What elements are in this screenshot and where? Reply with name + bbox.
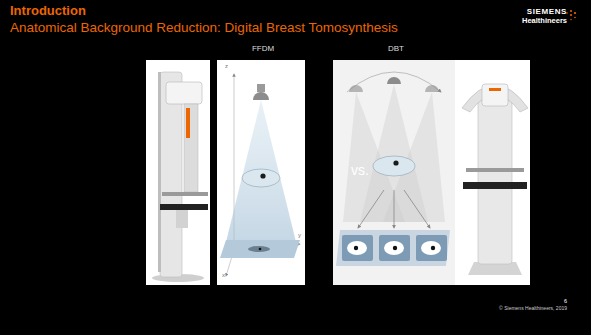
logo-dot xyxy=(574,12,576,14)
copyright-note: © Siemens Healthineers, 2019 xyxy=(499,306,567,312)
detector-mount xyxy=(176,210,188,228)
photo-ground xyxy=(455,60,530,285)
tube-head xyxy=(166,82,202,104)
logo-dot xyxy=(570,19,571,20)
detector xyxy=(160,204,208,210)
versus-label: vs. xyxy=(351,163,369,178)
slide-title: Introduction xyxy=(10,4,86,18)
lesion xyxy=(393,160,398,165)
projection xyxy=(421,241,441,255)
x-ray-tube xyxy=(253,92,269,100)
detector-plane xyxy=(220,240,300,258)
slide-subtitle: Anatomical Background Reduction: Digital… xyxy=(10,21,398,36)
orange-accent xyxy=(186,108,190,138)
tube-arc-housing xyxy=(462,85,528,112)
logo-word: SIEMENS xyxy=(527,8,567,17)
projection-tiles xyxy=(342,235,447,261)
logo-dot xyxy=(574,17,576,19)
tube-head xyxy=(482,84,508,106)
x-ray-tube xyxy=(257,84,265,92)
logo-dot xyxy=(570,14,572,16)
machine-edge xyxy=(158,72,161,272)
logo-word: Healthineers xyxy=(522,17,567,25)
lesion-projection xyxy=(354,246,358,250)
projection-tile xyxy=(379,235,410,261)
compression-paddle xyxy=(162,192,208,196)
x-ray-tube xyxy=(349,85,363,92)
axis-label: z xyxy=(225,63,228,70)
lesion-projection xyxy=(259,248,262,251)
orange-accent xyxy=(489,88,501,91)
compression-paddle xyxy=(466,168,524,172)
projection-tile xyxy=(416,235,447,261)
breast xyxy=(373,156,415,176)
panel-heading: FFDM xyxy=(217,44,309,54)
panel-heading: DBT xyxy=(333,44,459,54)
logo-dot xyxy=(570,10,572,12)
axis-label: x xyxy=(222,272,225,279)
projection-arrow xyxy=(394,190,395,228)
projection-arrow xyxy=(404,190,430,228)
lesion-projection xyxy=(393,246,397,250)
diagram-panel xyxy=(217,60,305,285)
diagram-panel: DBT xyxy=(333,44,459,285)
projection xyxy=(384,241,404,255)
photo-ground xyxy=(146,60,210,285)
c-arm xyxy=(184,104,198,192)
projection-tile xyxy=(342,235,373,261)
diagram-panel: FFDM xyxy=(217,44,309,285)
x-ray-beam xyxy=(226,100,296,242)
x-ray-tube xyxy=(387,77,401,84)
projection xyxy=(347,241,367,255)
x-ray-tube xyxy=(425,85,439,92)
projection xyxy=(248,246,270,252)
lesion-projection xyxy=(431,246,435,250)
projection-arrow xyxy=(358,190,384,228)
detector-plane xyxy=(336,230,450,266)
breast xyxy=(242,169,280,187)
axis-label: y xyxy=(298,232,301,239)
logo-dots xyxy=(566,10,576,20)
diagram-panel xyxy=(333,60,455,285)
detector xyxy=(463,182,527,189)
page-number: 6 xyxy=(564,298,567,304)
lesion xyxy=(260,173,265,178)
